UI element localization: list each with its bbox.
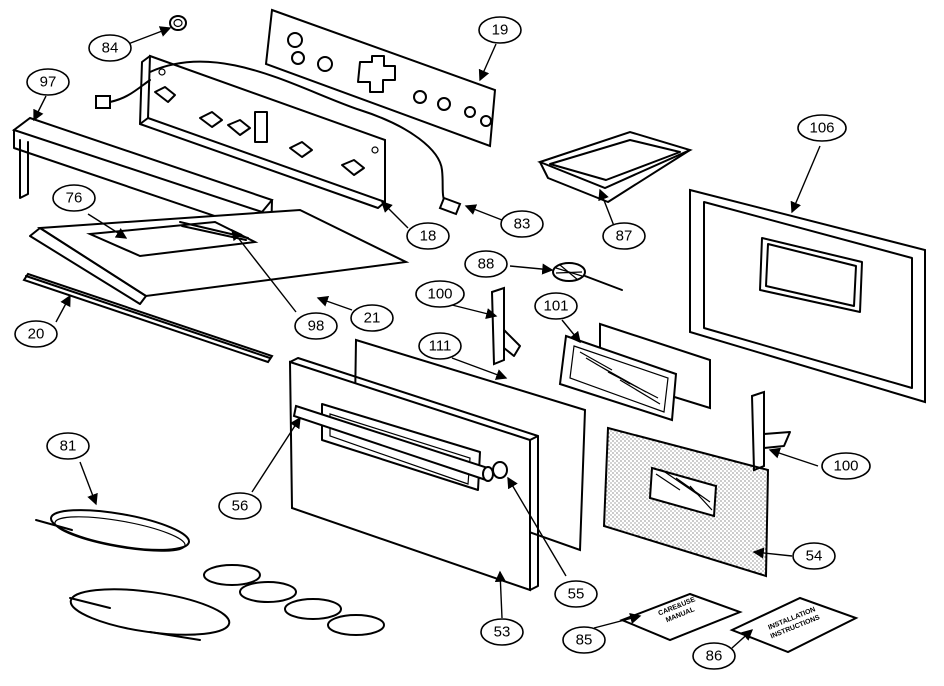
callout-101: 101: [534, 292, 578, 320]
svg-text:106: 106: [809, 120, 834, 137]
callout-53: 53: [480, 618, 524, 646]
inner-door-panel-part: [602, 426, 770, 578]
latch-knob-part: [492, 461, 508, 479]
wire-harness-part: [35, 509, 231, 641]
svg-text:98: 98: [308, 318, 325, 335]
back-panel-part: [264, 8, 497, 148]
svg-text:83: 83: [514, 216, 531, 233]
grille-part: [552, 262, 623, 291]
svg-text:56: 56: [232, 498, 249, 515]
svg-text:20: 20: [28, 326, 45, 343]
svg-text:21: 21: [364, 310, 381, 327]
svg-text:88: 88: [478, 256, 495, 273]
callout-88: 88: [464, 250, 508, 278]
svg-text:100: 100: [833, 458, 858, 475]
gasket-rings-part: [203, 564, 385, 636]
hinge-right-part: [750, 390, 791, 472]
callout-18: 18: [406, 222, 450, 250]
svg-text:86: 86: [706, 648, 723, 665]
glass-pack-part: [558, 322, 711, 422]
callout-54: 54: [792, 542, 836, 570]
svg-text:54: 54: [806, 548, 823, 565]
bottom-panel-part: [29, 208, 410, 305]
callout-56: 56: [218, 492, 262, 520]
svg-text:101: 101: [543, 298, 568, 315]
callout-98: 98: [294, 312, 338, 340]
knob-part: [169, 15, 187, 31]
svg-text:84: 84: [102, 40, 119, 57]
care-use-manual-part: CARE&USE MANUAL: [619, 592, 743, 642]
callout-20: 20: [14, 320, 58, 348]
callout-84: 84: [88, 34, 132, 62]
svg-text:81: 81: [60, 438, 77, 455]
svg-text:53: 53: [494, 624, 511, 641]
svg-text:87: 87: [616, 228, 633, 245]
door-frame-part: [689, 188, 926, 404]
callout-97: 97: [26, 68, 70, 96]
callout-100-lower: 100: [821, 452, 871, 480]
hinge-left-part: [490, 286, 521, 366]
svg-text:111: 111: [429, 338, 452, 355]
svg-text:97: 97: [40, 74, 57, 91]
installation-instructions-part: INSTALLATION INSTRUCTIONS: [729, 596, 859, 654]
callout-86: 86: [692, 642, 736, 670]
svg-text:76: 76: [66, 190, 83, 207]
door-outer-panel-part: [288, 357, 539, 592]
svg-text:100: 100: [427, 286, 452, 303]
callout-85: 85: [562, 626, 606, 654]
callout-81: 81: [46, 432, 90, 460]
callout-55: 55: [554, 580, 598, 608]
trim-strip-part: [22, 272, 274, 364]
svg-text:19: 19: [492, 22, 509, 39]
callout-21: 21: [350, 304, 394, 332]
callout-111: 111: [418, 332, 462, 360]
callout-76: 76: [52, 184, 96, 212]
callout-106: 106: [797, 114, 847, 142]
callout-19: 19: [478, 16, 522, 44]
callout-83: 83: [500, 210, 544, 238]
power-cord-part: [95, 60, 462, 216]
callout-87: 87: [602, 222, 646, 250]
callout-100-upper: 100: [415, 280, 465, 308]
leader-lines: [33, 26, 821, 649]
svg-text:85: 85: [576, 632, 593, 649]
svg-text:55: 55: [568, 586, 585, 603]
svg-text:18: 18: [420, 228, 437, 245]
tray-part: [537, 130, 693, 203]
door-handle-part: [292, 404, 494, 482]
